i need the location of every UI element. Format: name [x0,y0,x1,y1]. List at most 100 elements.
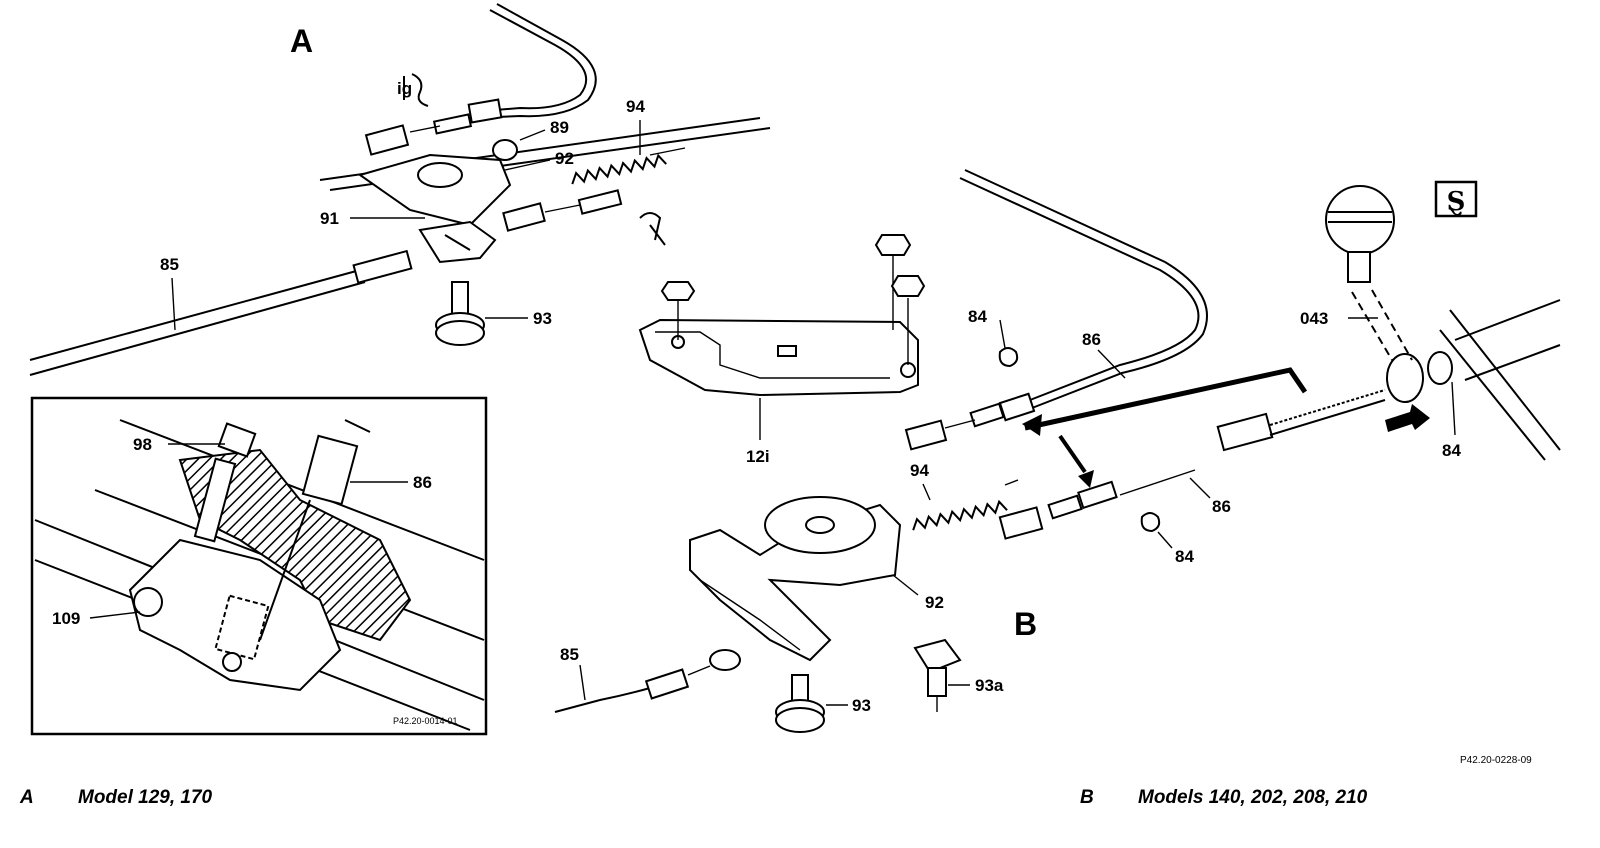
callout-84-top: 84 [968,307,987,326]
nut-left [660,281,696,301]
leader-85-a [171,277,176,331]
view-b-label: B [1014,606,1037,642]
cable-b-sleeve-upper [969,402,1005,428]
knob-stem [1347,251,1371,283]
clip-93a-shank [927,667,947,697]
cable-b-upper-outline [964,169,1208,409]
inset-nut [222,652,242,672]
callout-92-b: 92 [925,593,944,612]
nut-right [890,275,926,297]
spring-hook-b [1004,479,1019,486]
callout-93a: 93a [975,676,1004,695]
callout-94-a: 94 [626,97,645,116]
inset-cable-end [344,419,371,433]
view-a-drawing: A ig [29,3,771,376]
bolt-93-shank [451,281,469,318]
leader-92-b [892,574,919,596]
callout-93-a: 93 [533,309,552,328]
callout-92-a: 92 [555,149,574,168]
lever-b-edge [699,579,801,651]
bolt-93-washer [435,320,485,346]
cable-85-a-top [29,269,361,361]
callout-91: 91 [320,209,339,228]
arrow-down-shaft [1058,434,1087,474]
cable-85-fitting [352,249,413,284]
inset-reference: P42.20-0014-01 [393,716,458,726]
callout-94-b: 94 [910,461,929,480]
pivot-a [417,162,463,188]
inset-bolt-head [217,422,257,458]
arrow-head-down [1078,470,1094,488]
arrow-path-main [1024,367,1308,431]
lever-hub [1386,353,1424,403]
cable-end-a-lower [502,202,546,232]
clip-84-upper [998,347,1019,368]
cable-b-lower-wire [1119,469,1196,496]
direction-arrow [1385,404,1430,432]
threaded-rod [1269,389,1386,426]
callout-93-b: 93 [852,696,871,715]
inset-housing [178,448,412,642]
leader-84-right [1451,381,1456,436]
plate-outline [638,318,919,397]
cable-85-b-wire [687,665,711,676]
clip-ig [403,73,429,107]
cable-85-b [554,687,651,713]
arrow-head-left [1022,414,1042,436]
nut-top [874,234,912,256]
callout-98: 98 [133,435,152,454]
lever-knob [1325,185,1395,255]
cable-b-sleeve-lower [1047,494,1083,520]
spring-hook-a [649,147,686,156]
cable-b-wire-upper [944,419,976,429]
view-a-label: A [290,23,313,59]
cable-85-a-bottom [29,281,366,376]
adjuster-nut [1216,412,1274,452]
cable-85-b-fitting [644,668,690,700]
callout-84-low: 84 [1175,547,1194,566]
special-tool-symbol: Ȿ [1447,187,1466,217]
callout-109: 109 [52,609,80,628]
cable-wire-a-lower [544,204,581,213]
cable-85-b-eye [709,649,741,671]
cable-wire-a [409,125,441,133]
plate-rib [655,331,890,379]
inset-pin [133,587,163,617]
cable-b-upper [959,177,1200,401]
caption-b-text: Models 140, 202, 208, 210 [1138,787,1368,808]
callout-84-right: 84 [1442,441,1461,460]
plate-slot [777,345,797,357]
clip-84-right [1427,351,1453,385]
lever-plate-a [357,153,512,227]
caption-b-letter: B [1080,787,1094,808]
callout-89: 89 [550,118,569,137]
leader-109 [89,611,141,619]
cable-upper [469,9,588,113]
cable-b-end-lower [998,506,1044,540]
leader-86-top [1097,349,1126,379]
clip-93a-head [913,638,962,674]
bolt-93-b-washer [775,707,825,733]
view-b-drawing: B Ȿ [554,169,1561,733]
inset-bolt-shank [193,457,237,543]
callout-12i: 12i [746,447,770,466]
special-tool-box [1434,180,1478,218]
tube-diagonal [1449,309,1561,451]
caption-a-text: Model 129, 170 [78,787,213,808]
caption-a-letter: A [19,787,34,808]
leader-89 [519,129,546,141]
figure-reference: P42.20-0228-09 [1460,755,1532,766]
lever-b-pivot [805,516,835,534]
caption-b: B Models 140, 202, 208, 210 [1080,787,1368,808]
callout-85-a: 85 [160,255,179,274]
detail-inset: 98 86 109 P42.20-0014-01 [30,396,488,736]
clip-84-lower [1140,512,1161,533]
callout-86-top: 86 [1082,330,1101,349]
callout-043: 043 [1300,309,1328,328]
threaded-rod-edge [1269,399,1386,436]
plate-hole-right [900,362,916,378]
inset-cable-wire [259,499,311,641]
lever-shaft [1351,289,1413,361]
spring-94-a [571,153,667,185]
